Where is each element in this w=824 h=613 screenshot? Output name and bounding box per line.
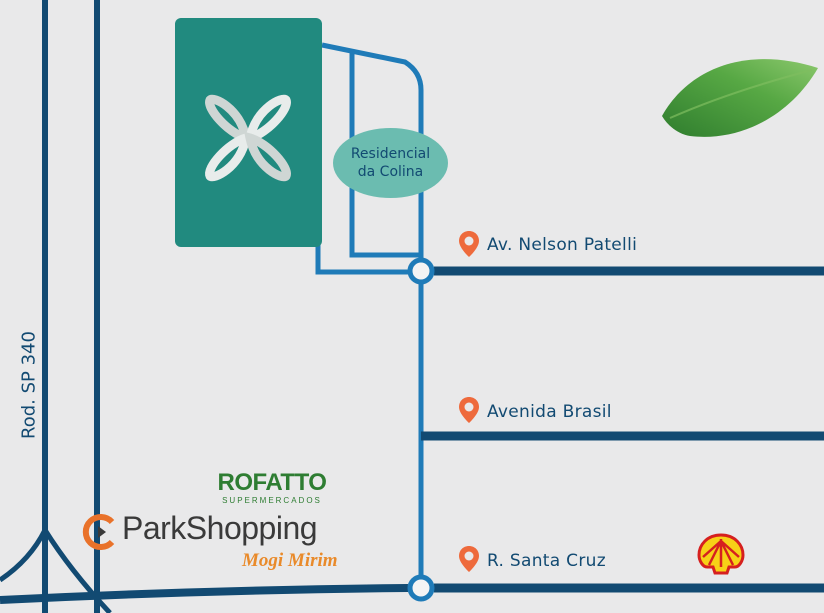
roundabout-top <box>407 257 435 285</box>
location-pin-icon <box>459 397 479 423</box>
local-road-lot-loop <box>321 42 424 258</box>
development-label-line1: Residencial <box>350 146 431 162</box>
rofatto-name: ROFATTO <box>217 469 327 496</box>
location-pin-icon <box>459 231 479 257</box>
development-label: Residencial da Colina <box>333 128 448 198</box>
shell-icon <box>697 533 745 575</box>
parkshopping-logo-icon <box>82 514 115 550</box>
parkshopping-name: ParkShopping <box>122 510 318 546</box>
street-label-avenida-brasil: Avenida Brasil <box>487 402 612 422</box>
street-santa-cruz-left <box>0 584 409 604</box>
local-road-inner <box>349 52 420 258</box>
roundabout-bottom <box>407 574 435 602</box>
landmark-rofatto: ROFATTO SUPERMERCADOS <box>212 470 332 506</box>
street-label-nelson-patelli: Av. Nelson Patelli <box>487 235 638 255</box>
rofatto-sub: SUPERMERCADOS <box>222 496 322 505</box>
local-road-lot-bottom <box>315 240 410 275</box>
leaf-icon <box>662 59 818 137</box>
development-lot <box>175 18 322 247</box>
highway-ramp-right <box>42 528 112 613</box>
development-label-line2: da Colina <box>357 164 424 180</box>
logo-icon <box>205 94 291 182</box>
highway-label: Rod. SP 340 <box>18 331 40 439</box>
parkshopping-city: Mogi Mirim <box>242 550 338 571</box>
highway-ramp-left <box>0 528 48 583</box>
location-pin-icon <box>459 546 479 572</box>
street-label-santa-cruz: R. Santa Cruz <box>487 551 606 571</box>
